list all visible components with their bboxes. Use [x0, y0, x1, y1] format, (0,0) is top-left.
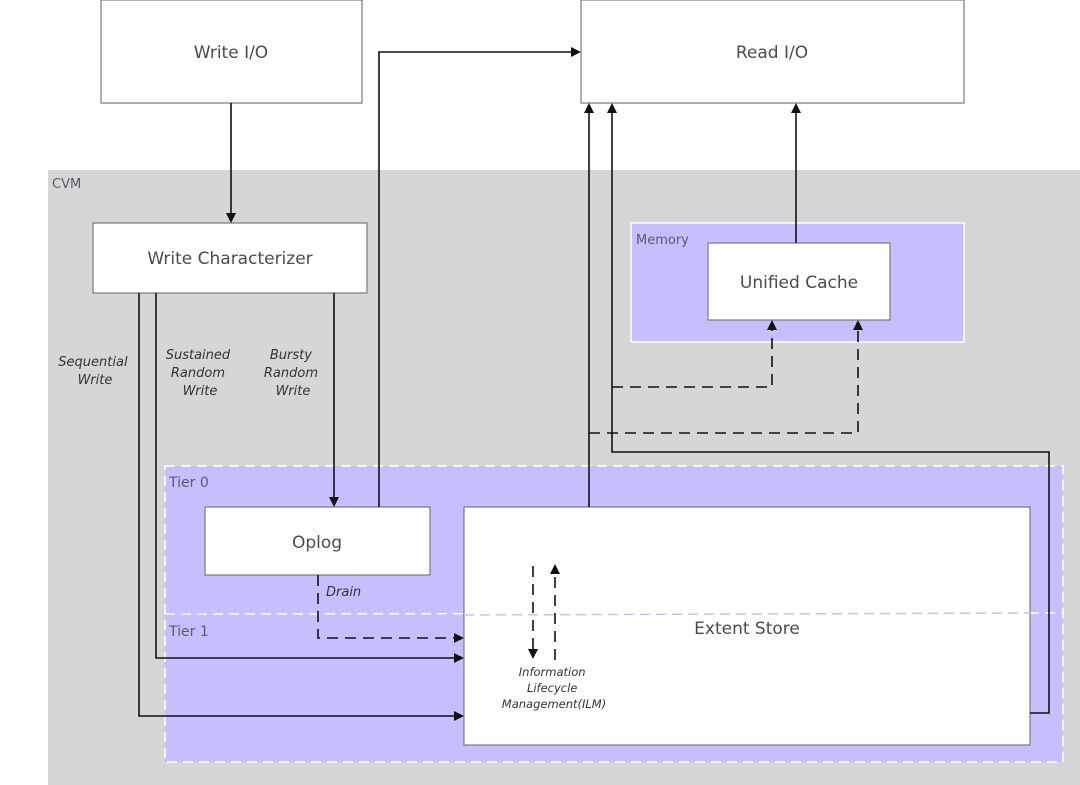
tier1-label: Tier 1	[168, 624, 209, 640]
edge-dashed-to-cache-right	[589, 320, 863, 434]
edge-dashed-to-cache-left	[612, 320, 777, 388]
edge-sequential-to-extent-store	[138, 293, 464, 721]
bursty-random-write-label: Bursty Random Write	[264, 348, 322, 399]
extent-store-tier-divider	[463, 612, 1031, 616]
read-io-box[interactable]	[580, 0, 965, 104]
extent-store-box[interactable]	[463, 506, 1031, 746]
sustained-random-write-label: Sustained Random Write	[166, 348, 235, 399]
ilm-label: Information Lifecycle Management(ILM)	[502, 665, 606, 711]
edge-extent-store-loop-to-read-io	[607, 103, 1050, 714]
edge-sustained-to-extent-store	[155, 293, 464, 663]
sequential-write-label: Sequential Write	[58, 355, 131, 388]
extent-store-label: Extent Store	[694, 619, 800, 639]
write-io-label: Write I/O	[194, 43, 268, 63]
oplog-box[interactable]	[204, 506, 431, 576]
edge-drain	[317, 575, 464, 643]
memory-label: Memory	[636, 233, 689, 248]
cvm-label: CVM	[52, 177, 81, 192]
read-io-label: Read I/O	[736, 43, 808, 63]
drain-label: Drain	[326, 585, 361, 600]
unified-cache-box[interactable]	[707, 242, 891, 321]
edge-oplog-to-read-io	[378, 47, 581, 507]
unified-cache-label: Unified Cache	[740, 273, 858, 293]
write-io-box[interactable]	[100, 0, 363, 104]
write-characterizer-box[interactable]	[92, 222, 368, 294]
oplog-label: Oplog	[292, 533, 342, 553]
tier0-label: Tier 0	[168, 475, 209, 491]
write-characterizer-label: Write Characterizer	[147, 249, 312, 269]
